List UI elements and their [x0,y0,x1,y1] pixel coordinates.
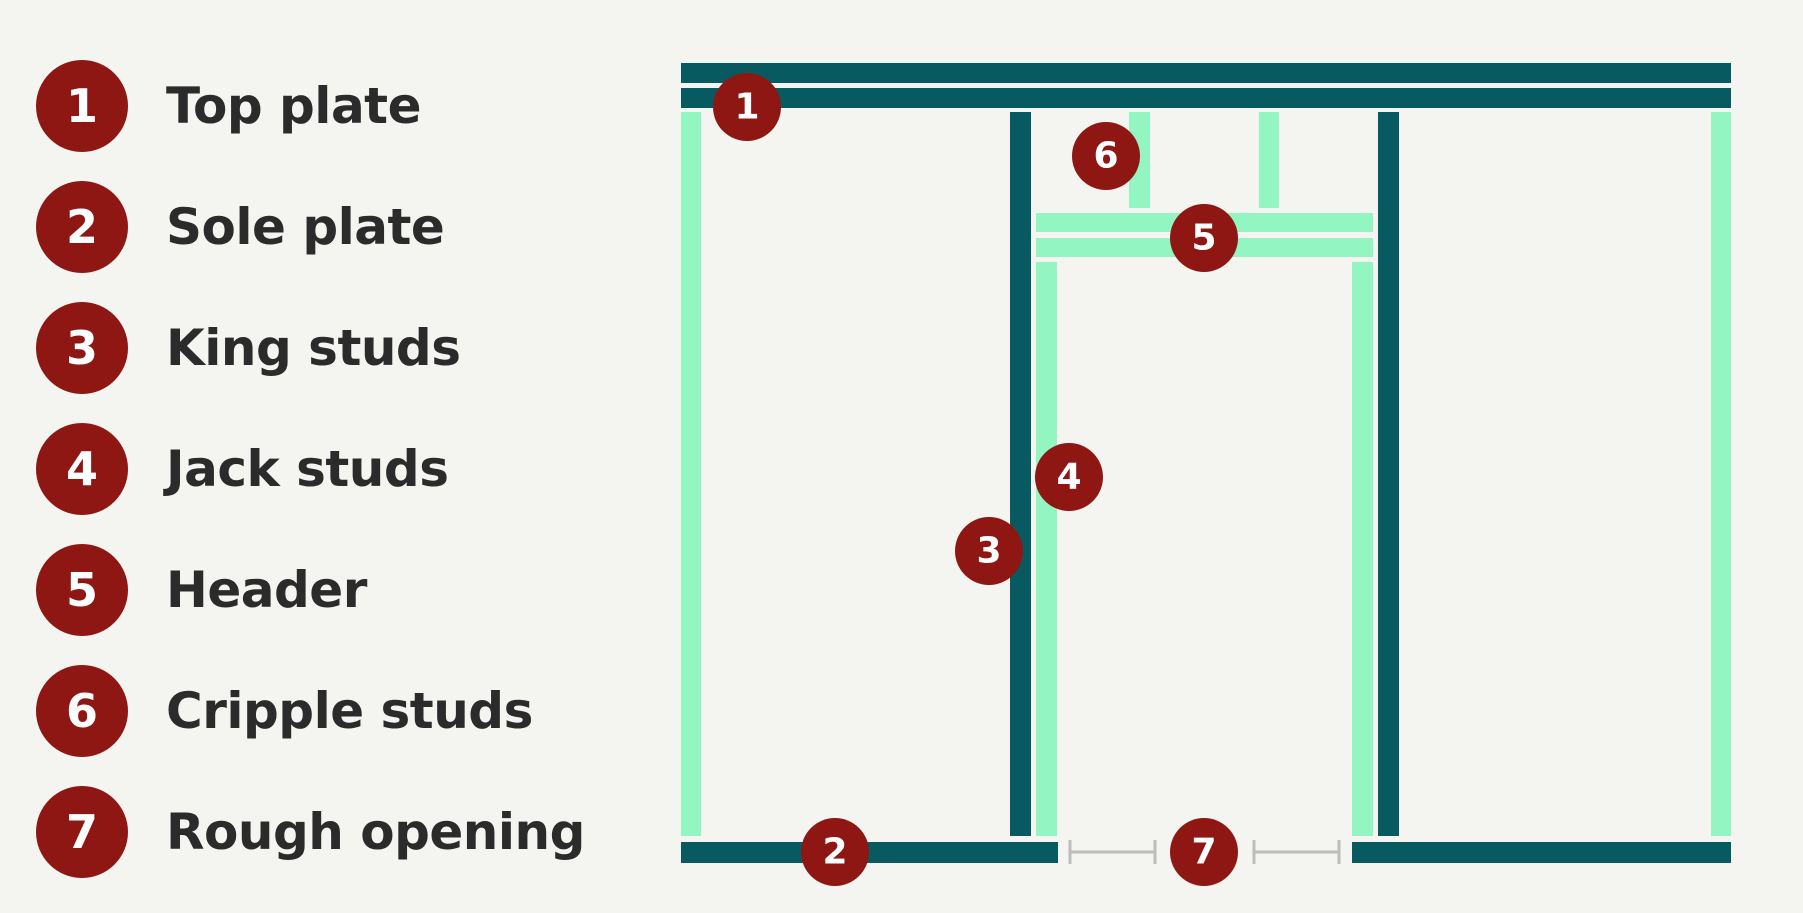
legend-item-king-studs: 3 King studs [36,302,636,394]
marker-header: 5 [1170,204,1238,272]
legend-item-jack-studs: 4 Jack studs [36,423,636,515]
marker-king-studs: 3 [955,517,1023,585]
king-stud-left [1010,112,1031,836]
sole-plate-right [1352,842,1731,863]
legend-label: Top plate [166,77,422,135]
legend-label: Jack studs [166,440,449,498]
top-plate-lower [681,88,1731,108]
legend-label: Sole plate [166,198,445,256]
stud-right [1711,112,1731,836]
marker-number: 5 [1191,218,1216,259]
sole-plate-left [681,842,1058,863]
cripple-stud-right [1259,112,1279,208]
legend-label: Rough opening [166,803,585,861]
legend-item-rough-opening: 7 Rough opening [36,786,636,878]
marker-top-plate: 1 [713,73,781,141]
king-stud-right [1378,112,1399,836]
marker-number: 7 [1191,832,1216,873]
legend-label: Cripple studs [166,682,533,740]
marker-number: 4 [1056,457,1081,498]
marker-jack-studs: 4 [1035,443,1103,511]
marker-sole-plate: 2 [801,818,869,886]
legend: 1 Top plate 2 Sole plate 3 King studs 4 … [0,0,640,913]
jack-stud-right [1352,262,1373,836]
legend-item-cripple-studs: 6 Cripple studs [36,665,636,757]
legend-badge: 2 [36,181,128,273]
legend-item-sole-plate: 2 Sole plate [36,181,636,273]
legend-badge: 1 [36,60,128,152]
stud-left [681,112,701,836]
marker-number: 6 [1093,136,1118,177]
marker-number: 2 [822,832,847,873]
legend-label: Header [166,561,367,619]
legend-badge: 5 [36,544,128,636]
legend-badge: 6 [36,665,128,757]
marker-cripple-studs: 6 [1072,122,1140,190]
top-plate-upper [681,63,1731,83]
legend-item-top-plate: 1 Top plate [36,60,636,152]
legend-badge: 4 [36,423,128,515]
marker-number: 3 [976,531,1001,572]
rough-opening-dimension [1068,840,1341,864]
marker-number: 1 [734,87,759,128]
legend-badge: 7 [36,786,128,878]
jack-stud-left [1036,262,1057,836]
legend-badge: 3 [36,302,128,394]
marker-rough-opening: 7 [1170,818,1238,886]
legend-label: King studs [166,319,461,377]
legend-item-header: 5 Header [36,544,636,636]
